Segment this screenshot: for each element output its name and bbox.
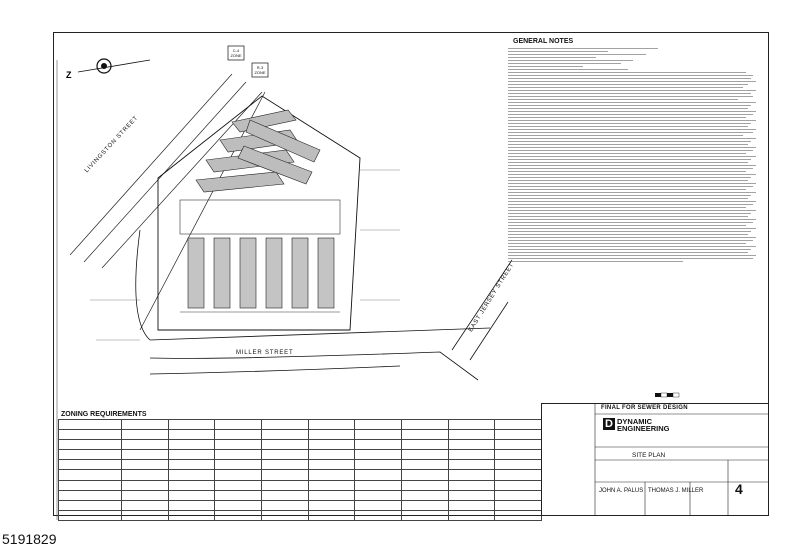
listing-number: 5191829 — [2, 531, 57, 547]
svg-text:Z: Z — [66, 70, 72, 80]
firm-name-line1: DYNAMIC — [617, 417, 652, 426]
title-block — [541, 403, 769, 516]
firm-name: DYNAMIC ENGINEERING — [617, 417, 670, 433]
dynamic-logo-icon: D — [603, 418, 615, 430]
zone-label-c4: C-4 ZONE — [230, 48, 242, 58]
zoning-table — [58, 418, 542, 522]
general-notes-body — [508, 46, 758, 390]
engineer-name-1: JOHN A. PALUS — [599, 488, 644, 494]
sheet-number: 4 — [735, 481, 743, 497]
firm-name-line2: ENGINEERING — [617, 424, 670, 433]
north-arrow-icon: Z — [66, 58, 151, 80]
sheet-title: SITE PLAN — [632, 452, 666, 459]
engineer-name-2: THOMAS J. MILLER — [648, 488, 704, 494]
general-notes-title: GENERAL NOTES — [513, 38, 574, 45]
zone-label-r3: R-3 ZONE — [254, 65, 266, 75]
final-banner: FINAL FOR SEWER DESIGN — [601, 405, 688, 411]
zoning-requirements-title: ZONING REQUIREMENTS — [61, 411, 147, 418]
street-label-miller: MILLER STREET — [236, 350, 294, 356]
